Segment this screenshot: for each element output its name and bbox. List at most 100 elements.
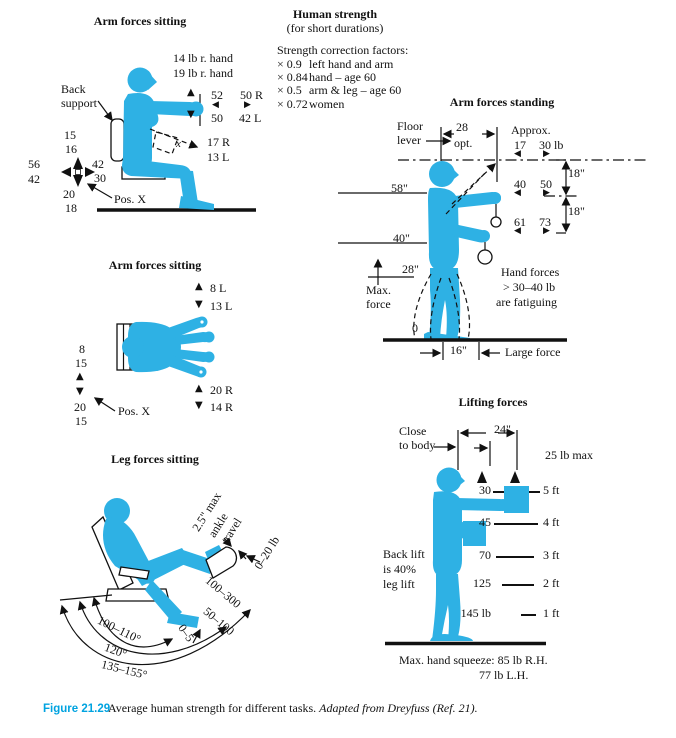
fatigue-note-1: Hand forces [501, 265, 560, 279]
panel-title-arm-sitting-top: Arm forces sitting [108, 258, 202, 272]
lift-force-value: 45 [479, 515, 491, 529]
up-arrow-icon: ▲ [195, 281, 203, 292]
force-cross-arrows [61, 157, 95, 187]
ankle-travel-arrow-2 [238, 549, 248, 560]
x-force-right: 17 R [207, 135, 231, 149]
up-arrow-icon: ▲ [195, 383, 203, 394]
back-support-pointer [97, 100, 113, 122]
side-force-4: 15 [75, 414, 87, 428]
down-arrow-icon: ▼ [76, 386, 84, 397]
large-force-label: Large force [505, 345, 561, 359]
factor-value: × 0.84 [277, 70, 308, 84]
factor-value: × 0.9 [277, 57, 302, 71]
hand-squeeze-note-1: Max. hand squeeze: 85 lb R.H. [399, 653, 548, 667]
raised-arm-dashed-2 [445, 170, 488, 215]
dim-18-label-a: 18" [568, 166, 585, 180]
dim-24-label: 24" [494, 422, 511, 436]
height-40-label: 40" [393, 231, 410, 245]
pedal [205, 546, 238, 579]
panel-title-arm-sitting-side: Arm forces sitting [93, 14, 187, 28]
left-arrow-icon: ◀ [514, 188, 521, 198]
pull-value: 17 [514, 138, 526, 152]
pedal-force-pointer [245, 555, 261, 564]
pull-down-value: 50 [211, 111, 223, 125]
force-8L: 8 L [210, 281, 227, 295]
down-arrow-icon: ▼ [195, 400, 203, 411]
arc-reference-line [59, 594, 113, 601]
arm-sitting-side-graphic [61, 67, 256, 212]
raised-arm-dashed [451, 163, 496, 205]
cross-down-value-2: 18 [65, 201, 77, 215]
height-28-label: 28" [402, 262, 419, 276]
max-force-label-2: force [366, 297, 391, 311]
fatigue-note-3: are fatiguing [496, 295, 557, 309]
opt-label: opt. [454, 136, 473, 150]
right-hand-force-note-1: 14 lb r. hand [173, 51, 233, 65]
lifted-box-lower [463, 521, 486, 546]
ankle-travel-arrow-1 [222, 537, 232, 548]
cross-left-value-2: 42 [28, 172, 40, 186]
side-force-2: 15 [75, 356, 87, 370]
back-lift-note-2: is 40% [383, 562, 416, 576]
figure-caption: Average human strength for different tas… [108, 701, 478, 715]
right-arrow-icon: ▶ [244, 100, 251, 110]
caption-text: Average human strength for different tas… [108, 701, 317, 715]
right-arrow-icon: ▶ [543, 149, 550, 159]
x-force-left: 13 L [207, 150, 230, 164]
back-support-label-2: support [61, 96, 97, 110]
arm-sitting-top-graphic [93, 316, 215, 412]
lift-arrow-left [477, 471, 487, 483]
lift-force-value: 125 [473, 576, 491, 590]
standing-figure-silhouette [424, 161, 501, 341]
push-value: 30 lb [539, 138, 564, 152]
pos-x-pointer-top [93, 397, 116, 412]
cross-up-value-2: 16 [65, 142, 77, 156]
side-force-3: 20 [74, 400, 86, 414]
right-arrow-icon: ▶ [543, 226, 550, 236]
control-zone-dashed [152, 131, 179, 155]
cross-right-value-1: 42 [92, 157, 104, 171]
left-arrow-icon: ◀ [212, 100, 219, 110]
side-force-1: 8 [79, 342, 85, 356]
panel-title-leg-sitting: Leg forces sitting [111, 452, 199, 466]
leg-sitting-graphic [59, 498, 261, 666]
left-arrow-icon: ◀ [514, 149, 521, 159]
pull-down-left: 42 L [239, 111, 262, 125]
close-to-body-label-2: to body [399, 438, 436, 452]
factor-desc: hand – age 60 [309, 70, 376, 84]
right-hand-force-note-2: 19 lb r. hand [173, 66, 233, 80]
cross-down-value-1: 20 [63, 187, 75, 201]
pos-x-label: Pos. X [114, 192, 147, 206]
up-arrow-icon: ▲ [187, 87, 195, 98]
pos-x-label: Pos. X [118, 404, 151, 418]
human-strength-title: Human strength [292, 7, 378, 21]
lift-force-value: 30 [479, 483, 491, 497]
back-support-pad [110, 118, 125, 162]
knee-angle-arc-outer [59, 604, 251, 666]
lift-force-value: 145 lb [460, 606, 491, 620]
factor-value: × 0.72 [277, 97, 308, 111]
pull-value: 40 [514, 177, 526, 191]
human-strength-subtitle: (for short durations) [286, 21, 384, 35]
lift-height-value: 1 ft [543, 606, 560, 620]
down-arrow-icon: ▼ [187, 109, 195, 120]
height-58-label: 58" [391, 181, 408, 195]
right-arrow-icon: ▶ [543, 188, 550, 198]
lifting-figure-silhouette [430, 467, 529, 641]
cross-up-value-1: 15 [64, 128, 76, 142]
lift-force-value: 70 [479, 548, 491, 562]
approx-label: Approx. [511, 123, 551, 137]
factor-value: × 0.5 [277, 83, 302, 97]
down-arrow-icon: ▼ [195, 299, 203, 310]
upper-ring-handle [490, 216, 502, 228]
factor-desc: left hand and arm [309, 57, 394, 71]
force-20R: 20 R [210, 383, 234, 397]
cross-left-value-1: 56 [28, 157, 40, 171]
lifted-box-upper [504, 486, 529, 513]
armrest [118, 566, 150, 580]
seated-figure-silhouette [122, 67, 214, 210]
back-support-label-1: Back [61, 82, 86, 96]
lower-ring-handle [477, 249, 493, 265]
knee-angle-arc-middle [77, 600, 228, 655]
